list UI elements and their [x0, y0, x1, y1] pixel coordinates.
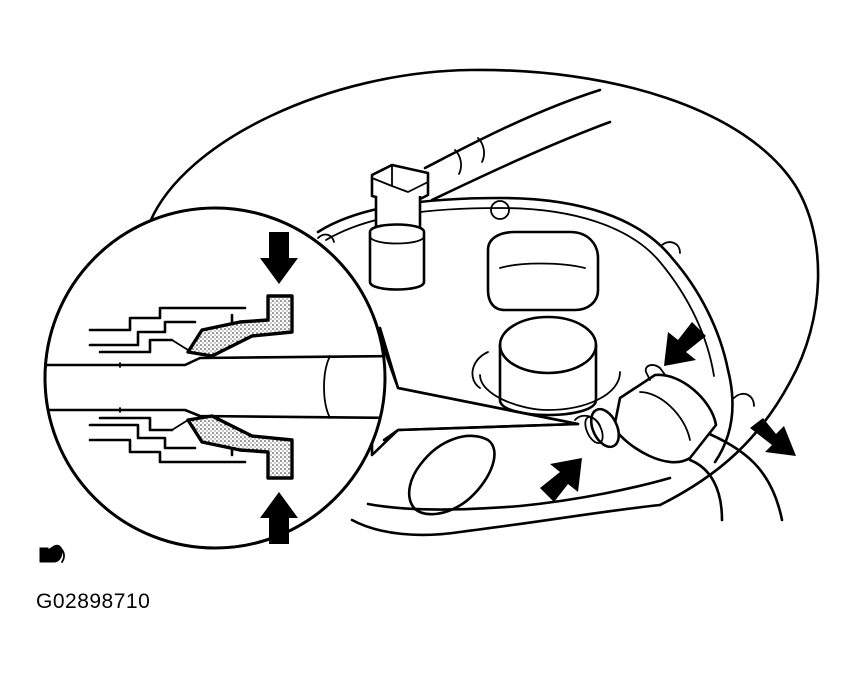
press-arrow-connector-lower [540, 458, 582, 502]
vent-valve [368, 163, 430, 291]
retainer-lower [186, 414, 294, 480]
pump-housing [148, 68, 820, 537]
magnified-detail-view [43, 206, 580, 550]
press-arrow-bottom [260, 492, 298, 544]
press-arrow-top [260, 232, 298, 284]
fuel-pipe [45, 354, 385, 420]
pull-direction-arrow [750, 418, 796, 456]
quick-connector [574, 364, 784, 522]
press-arrow-connector-upper [664, 322, 706, 366]
retainer-upper [186, 294, 294, 358]
figure-code-label: G02898710 [36, 590, 151, 613]
view-callout-icon [39, 544, 65, 563]
